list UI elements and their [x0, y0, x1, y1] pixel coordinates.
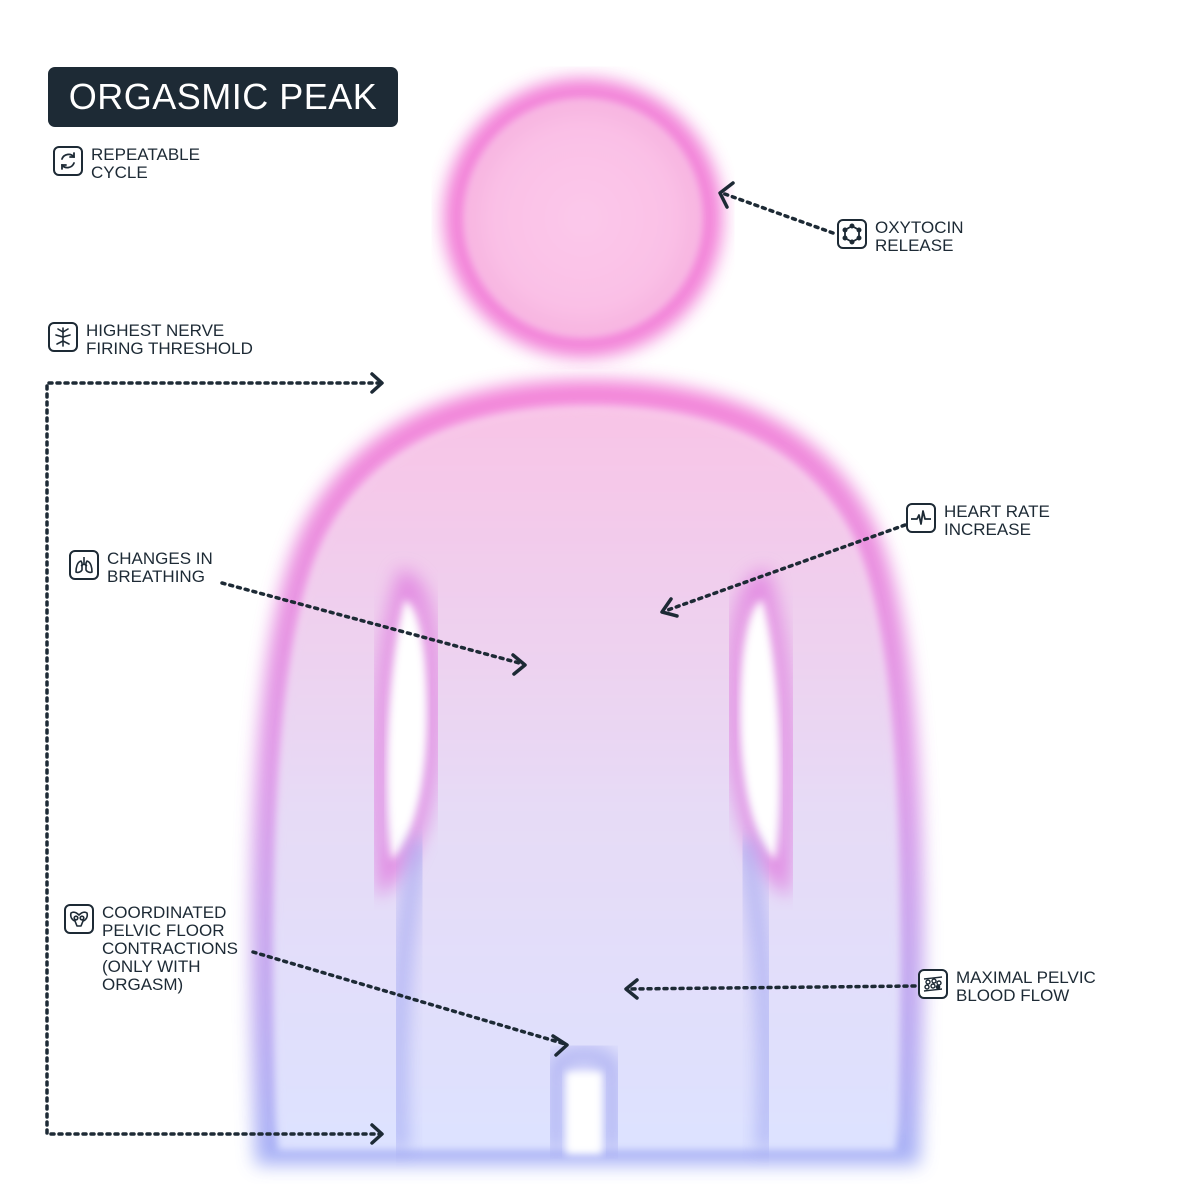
cycle-icon [53, 146, 83, 176]
leg-gap [548, 1047, 620, 1154]
label-pelvic-floor-contractions: COORDINATED PELVIC FLOOR CONTRACTIONS (O… [64, 904, 238, 994]
oxytocin-line-2: RELEASE [875, 236, 954, 255]
label-maximal-pelvic-blood-flow: MAXIMAL PELVIC BLOOD FLOW [918, 969, 1096, 1005]
label-oxytocin-release: OXYTOCIN RELEASE [837, 219, 963, 255]
arrowhead-blood-flow [624, 978, 639, 1000]
legend-line-1: REPEATABLE [91, 145, 200, 164]
breathing-line-2: BREATHING [107, 567, 205, 586]
arrowhead-pelvic-floor [551, 1034, 569, 1057]
arrowhead-breathing [511, 653, 527, 676]
arm-gap-right [725, 568, 797, 898]
arrow-oxytocin [720, 191, 835, 235]
lungs-icon [69, 550, 99, 580]
arrow-pelvic-floor [251, 950, 567, 1046]
torso-shape [251, 379, 924, 1165]
arrow-nerve [45, 381, 382, 1136]
heart-line-2: INCREASE [944, 520, 1031, 539]
label-changes-in-breathing: CHANGES IN BREATHING [69, 550, 213, 586]
heart-line-1: HEART RATE [944, 502, 1050, 521]
legend-line-2: CYCLE [91, 163, 148, 182]
nerve-line-1: HIGHEST NERVE [86, 321, 225, 340]
arrowhead-nerve-bottom [370, 1123, 384, 1145]
arrow-heart [663, 523, 907, 613]
arrow-breathing [220, 581, 525, 666]
nerve-line-2: FIRING THRESHOLD [86, 339, 253, 358]
arrowhead-nerve-top [370, 372, 384, 394]
label-highest-nerve: HIGHEST NERVE FIRING THRESHOLD [48, 322, 253, 358]
legend-repeatable-cycle: REPEATABLE CYCLE [53, 146, 200, 182]
pelvic-line-1: COORDINATED [102, 903, 227, 922]
arrowhead-oxytocin [718, 181, 735, 209]
head-shape [444, 79, 722, 357]
blood-flow-line-2: BLOOD FLOW [956, 986, 1070, 1005]
pelvic-line-3: CONTRACTIONS [102, 939, 238, 958]
pelvis-icon [64, 904, 94, 934]
arm-gap-left [370, 568, 442, 898]
heartbeat-icon [906, 503, 936, 533]
arrow-blood-flow [626, 984, 917, 991]
arrowhead-heart [660, 597, 679, 618]
blood-cells-icon [918, 969, 948, 999]
page-title: ORGASMIC PEAK [68, 76, 378, 117]
nerve-icon [48, 322, 78, 352]
hexagon-molecule-icon [837, 219, 867, 249]
pelvic-line-4: (ONLY WITH [102, 957, 201, 976]
blood-flow-line-1: MAXIMAL PELVIC [956, 968, 1096, 987]
pelvic-line-2: PELVIC FLOOR [102, 921, 225, 940]
label-heart-rate: HEART RATE INCREASE [906, 503, 1050, 539]
title-badge: ORGASMIC PEAK [48, 67, 398, 127]
oxytocin-line-1: OXYTOCIN [875, 218, 964, 237]
breathing-line-1: CHANGES IN [107, 549, 213, 568]
pelvic-line-5: ORGASM) [102, 975, 184, 994]
